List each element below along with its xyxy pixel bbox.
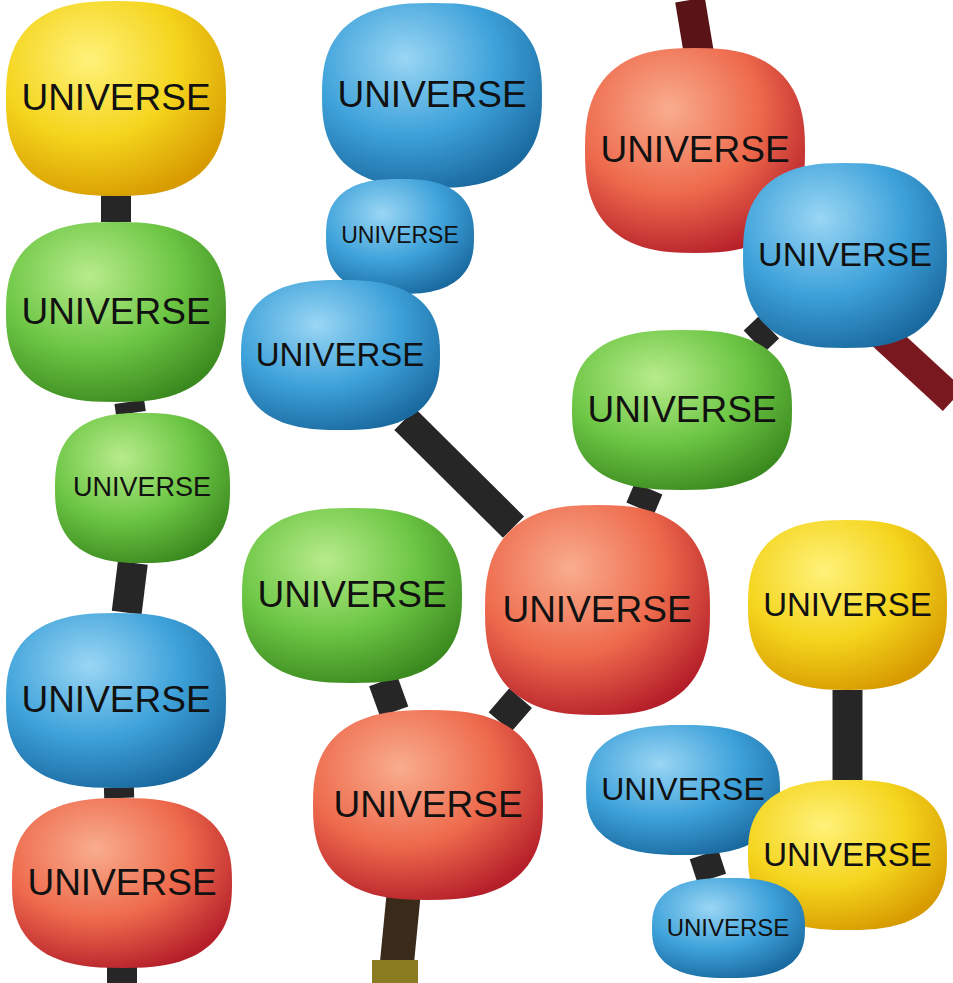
bubble-label: UNIVERSE	[601, 772, 765, 807]
bubble-label: UNIVERSE	[758, 236, 932, 273]
universe-bubble: UNIVERSE	[12, 798, 232, 968]
universe-bubble: UNIVERSE	[55, 413, 230, 563]
bubble-fill	[6, 1, 226, 196]
connector-tube	[101, 196, 131, 223]
text-holder: UNIVERSE	[748, 520, 947, 690]
text-holder: UNIVERSE	[485, 505, 710, 715]
text-holder: UNIVERSE	[572, 330, 792, 490]
bubble-label: UNIVERSE	[27, 863, 216, 904]
connector-tube	[704, 855, 712, 879]
text-holder: UNIVERSE	[12, 798, 232, 968]
text-holder: UNIVERSE	[55, 413, 230, 563]
bubble-label: UNIVERSE	[763, 837, 932, 873]
text-holder: UNIVERSE	[326, 179, 474, 294]
connector-tube	[640, 489, 648, 509]
universe-bubble: UNIVERSE	[241, 280, 440, 430]
bubble-fill	[55, 413, 230, 563]
bubble-fill	[652, 878, 805, 978]
universe-bubble: UNIVERSE	[748, 520, 947, 690]
bubble-label: UNIVERSE	[667, 915, 790, 941]
universe-bubble: UNIVERSE	[743, 163, 947, 348]
bubble-fill	[485, 505, 710, 715]
connector-tube	[129, 402, 131, 413]
bubble-label: UNIVERSE	[21, 292, 210, 333]
bubble-fill	[6, 222, 226, 402]
universe-bubble: UNIVERSE	[313, 710, 543, 900]
connector-tube	[405, 419, 514, 527]
bubble-fill	[313, 710, 543, 900]
bubble-fill	[322, 3, 542, 188]
bubble-label: UNIVERSE	[21, 78, 210, 119]
bubble-label: UNIVERSE	[600, 130, 789, 171]
text-holder: UNIVERSE	[241, 280, 440, 430]
universe-bubble: UNIVERSE	[6, 613, 226, 788]
bubble-label: UNIVERSE	[73, 473, 211, 503]
bubble-fill	[748, 520, 947, 690]
bubble-fill	[572, 330, 792, 490]
connector-tube	[383, 681, 394, 711]
bubble-fill	[743, 163, 947, 348]
universe-bubble: UNIVERSE	[326, 179, 474, 294]
bubble-label: UNIVERSE	[502, 590, 691, 631]
universe-bubble: UNIVERSE	[572, 330, 792, 490]
bubble-fill	[241, 280, 440, 430]
bubble-label: UNIVERSE	[21, 680, 210, 721]
bubble-label: UNIVERSE	[763, 587, 932, 623]
text-holder: UNIVERSE	[743, 163, 947, 348]
bubble-fill	[242, 508, 462, 683]
text-holder: UNIVERSE	[6, 1, 226, 196]
universe-bubble: UNIVERSE	[6, 1, 226, 196]
connector-tube	[104, 788, 134, 799]
bubble-label: UNIVERSE	[333, 785, 522, 826]
universe-bubble: UNIVERSE	[242, 508, 462, 683]
connector-tube	[833, 690, 863, 780]
universe-bubble: UNIVERSE	[322, 3, 542, 188]
bubble-label: UNIVERSE	[257, 575, 446, 616]
text-holder: UNIVERSE	[6, 222, 226, 402]
bubble-label: UNIVERSE	[337, 75, 526, 116]
text-holder: UNIVERSE	[652, 878, 805, 978]
bubble-label: UNIVERSE	[587, 390, 776, 431]
universe-bubble: UNIVERSE	[485, 505, 710, 715]
text-holder: UNIVERSE	[313, 710, 543, 900]
tube-end	[372, 960, 418, 983]
connector-tube	[500, 698, 521, 722]
text-holder: UNIVERSE	[242, 508, 462, 683]
connector-tube	[127, 563, 133, 613]
text-holder: UNIVERSE	[6, 613, 226, 788]
bubble-fill	[12, 798, 232, 968]
bubble-label: UNIVERSE	[256, 337, 425, 373]
bubble-fill	[6, 613, 226, 788]
connector-tube	[754, 328, 769, 342]
bubble-label: UNIVERSE	[341, 223, 459, 248]
universe-bubble: UNIVERSE	[652, 878, 805, 978]
universe-bubble: UNIVERSE	[6, 222, 226, 402]
text-holder: UNIVERSE	[322, 3, 542, 188]
bubble-fill	[326, 179, 474, 294]
